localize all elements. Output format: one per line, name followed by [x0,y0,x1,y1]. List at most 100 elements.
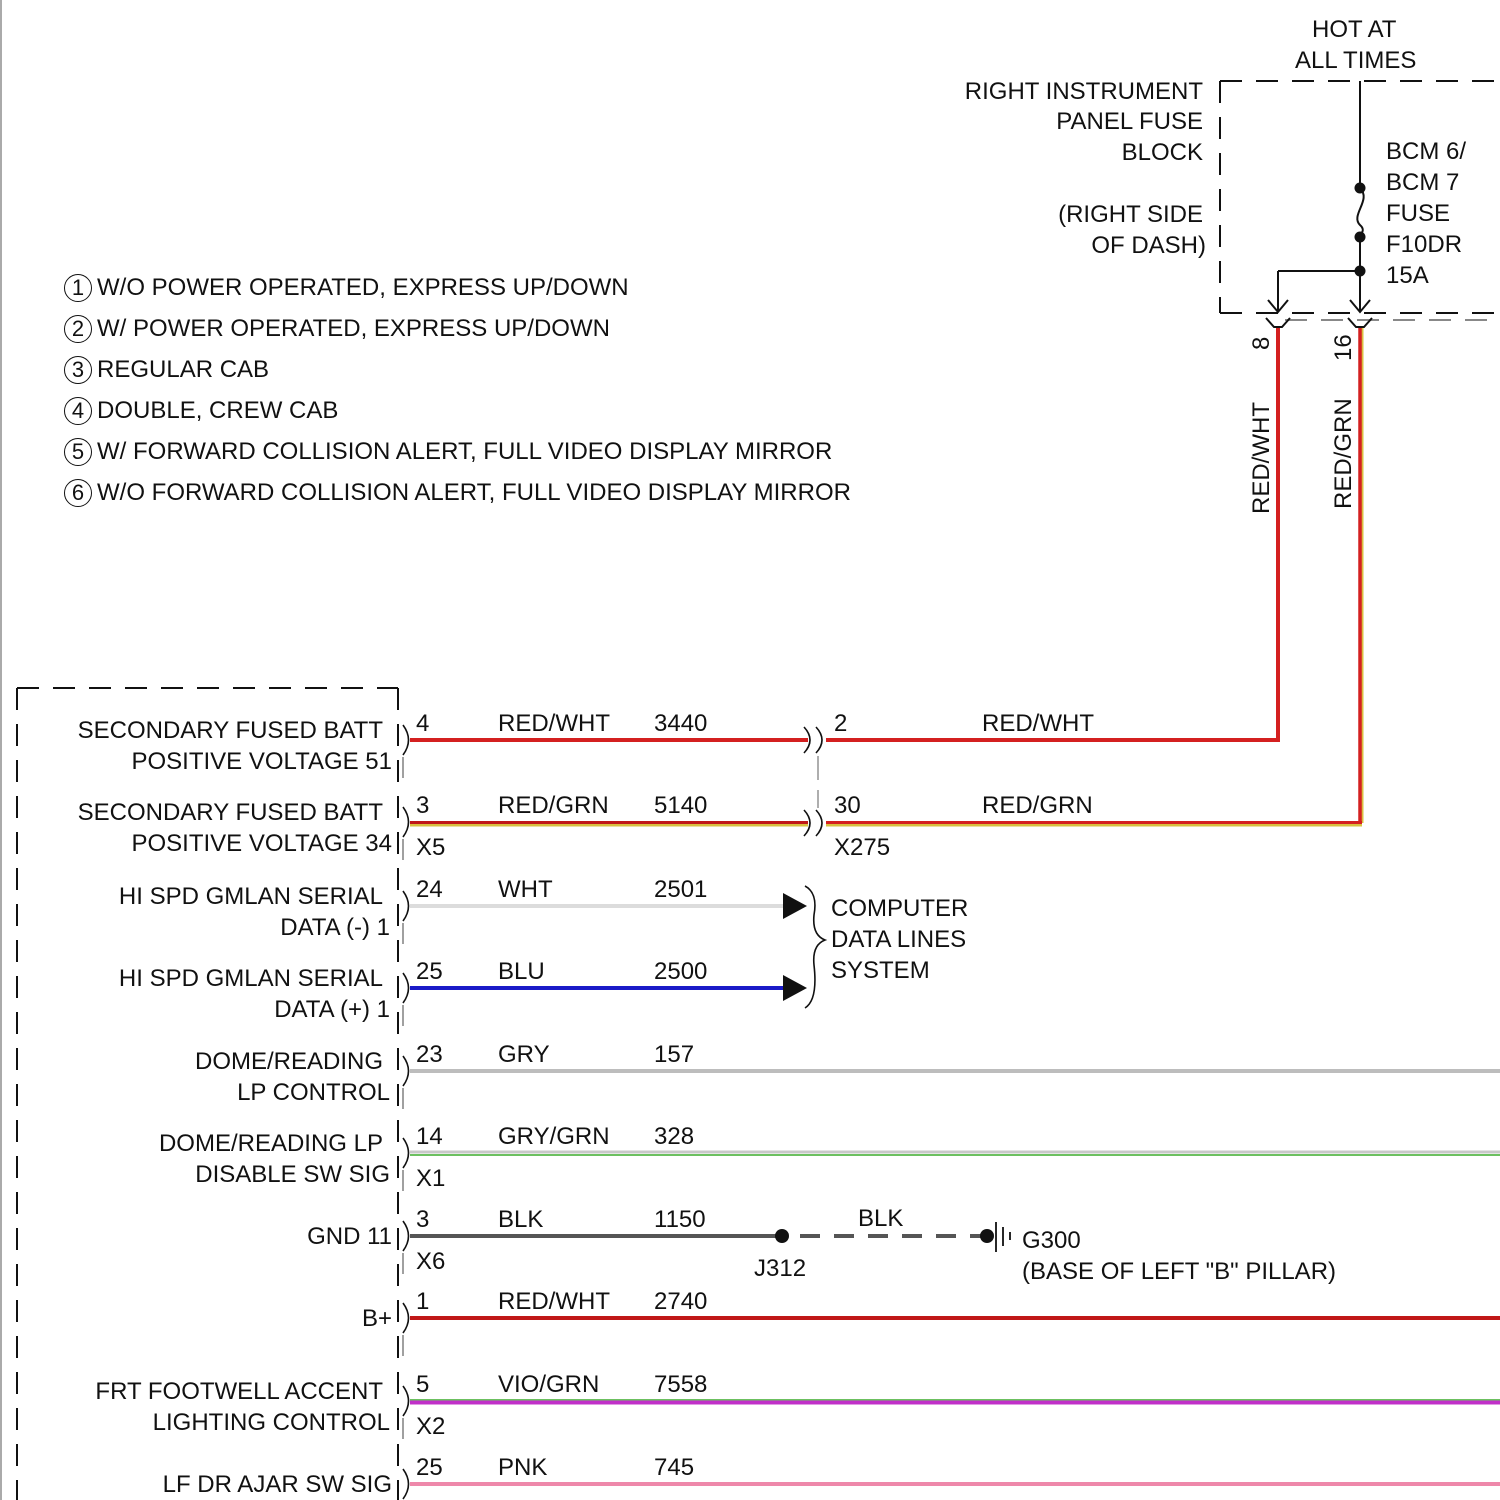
circuit-label-line-1: DOME/READING LP [159,1128,383,1159]
fuse-terminal-top [1355,183,1366,194]
x275-wire-top-color: RED/WHT [982,708,1094,739]
circuit-label-line-2: POSITIVE VOLTAGE 34 [131,828,392,859]
circuit-pin-number: 23 [416,1039,443,1070]
circuit-wire-color: RED/WHT [498,708,610,739]
circuit-wire-color: GRY/GRN [498,1121,610,1152]
ground-g300-label: G300 [1022,1225,1081,1256]
legend-number-circle: 3 [64,356,92,384]
connector-bracket [403,891,409,921]
circuit-label-line-2: DISABLE SW SIG [195,1159,390,1190]
connector-id: X6 [416,1246,445,1277]
fuse-block-location-2: OF DASH) [1091,230,1206,261]
connector-id: X5 [416,832,445,863]
circuit-pin-number: 1 [416,1286,429,1317]
hot-at-all-times-label-2: ALL TIMES [1295,45,1416,76]
circuit-label-line-1: FRT FOOTWELL ACCENT [95,1376,383,1407]
circuit-label-line-1: SECONDARY FUSED BATT [78,715,383,746]
circuit-wire-color: BLU [498,956,545,987]
ground-terminal [980,1229,994,1243]
connector-bracket [403,1303,409,1333]
circuit-number: 2740 [654,1286,707,1317]
circuit-label-line-2: POSITIVE VOLTAGE 51 [131,746,392,777]
fuse-label-4: F10DR [1386,229,1462,260]
circuit-label-line-1: DOME/READING [195,1046,383,1077]
circuit-pin-number: 14 [416,1121,443,1152]
circuit-number: 157 [654,1039,694,1070]
circuit-label: B+ [362,1303,392,1334]
legend-number-circle: 2 [64,315,92,343]
circuit-label-line-1: HI SPD GMLAN SERIAL [119,881,383,912]
circuit-pin-number: 5 [416,1369,429,1400]
legend-number-circle: 5 [64,438,92,466]
connector-bracket [403,1138,409,1168]
fuse-block-location-1: (RIGHT SIDE [1058,199,1203,230]
circuit-number: 2500 [654,956,707,987]
circuit-wire-color: VIO/GRN [498,1369,599,1400]
connector-bracket [403,725,409,755]
fuse-wire-red-wht: RED/WHT [1248,402,1276,514]
circuit-wire-color: PNK [498,1452,547,1483]
circuit-number: 328 [654,1121,694,1152]
fuse-block-name-1: RIGHT INSTRUMENT [965,76,1203,107]
circuit-label-line-2: DATA (-) 1 [280,912,390,943]
circuit-wire-color: RED/WHT [498,1286,610,1317]
fuse-terminal-bottom [1355,232,1366,243]
fuse-block-name-3: BLOCK [1122,137,1203,168]
circuit-label-line-1: HI SPD GMLAN SERIAL [119,963,383,994]
circuit-pin-number: 25 [416,956,443,987]
fuse-label-1: BCM 6/ [1386,136,1466,167]
legend-number-circle: 1 [64,274,92,302]
connector-id: X2 [416,1411,445,1442]
x275-pin-top: 2 [834,708,847,739]
fuse-pin-16: 16 [1330,334,1358,361]
circuit-number: 5140 [654,790,707,821]
fuse-wire-red-grn: RED/GRN [1330,398,1358,509]
fuse-label-3: FUSE [1386,198,1450,229]
connector-bracket [403,1386,409,1416]
legend-text: W/O POWER OPERATED, EXPRESS UP/DOWN [97,272,629,304]
splice-j312 [775,1229,789,1243]
circuit-label-line-2: LIGHTING CONTROL [153,1407,390,1438]
circuit-wire-color: GRY [498,1039,550,1070]
data-lines-label-3: SYSTEM [831,955,930,986]
circuit-pin-number: 3 [416,1204,429,1235]
circuit-label: GND 11 [307,1221,392,1252]
legend-text: W/ POWER OPERATED, EXPRESS UP/DOWN [97,313,610,345]
fuse-pin-8: 8 [1248,337,1276,350]
module-connector-brackets [403,725,409,1500]
circuit-wire-color: WHT [498,874,553,905]
splice-j312-label: J312 [754,1253,806,1284]
legend-text: W/O FORWARD COLLISION ALERT, FULL VIDEO … [97,477,851,509]
circuit-wire-color: RED/GRN [498,790,609,821]
connector-bracket [403,1221,409,1251]
fuse-block-name-2: PANEL FUSE [1056,106,1203,137]
circuit-wire-color: BLK [498,1204,543,1235]
circuit-label-line-1: SECONDARY FUSED BATT [78,797,383,828]
connector-id: X1 [416,1163,445,1194]
ground-icon [996,1222,1010,1252]
legend-text: W/ FORWARD COLLISION ALERT, FULL VIDEO D… [97,436,832,468]
x275-wire-bottom-color: RED/GRN [982,790,1093,821]
circuit-number: 745 [654,1452,694,1483]
data-lines-label-2: DATA LINES [831,924,966,955]
x275-connector-name: X275 [834,832,890,863]
arrow-2501 [783,893,807,919]
ground-location-label: (BASE OF LEFT "B" PILLAR) [1022,1256,1336,1287]
arrow-2500 [783,975,807,1001]
fuse-symbol [1266,81,1372,327]
circuit-pin-number: 3 [416,790,429,821]
circuit-number: 7558 [654,1369,707,1400]
legend-number-circle: 4 [64,397,92,425]
data-lines-brace [805,886,825,1008]
circuit-pin-number: 25 [416,1452,443,1483]
x275-connector [804,727,822,836]
circuit-pin-number: 24 [416,874,443,905]
x275-pin-bottom: 30 [834,790,861,821]
